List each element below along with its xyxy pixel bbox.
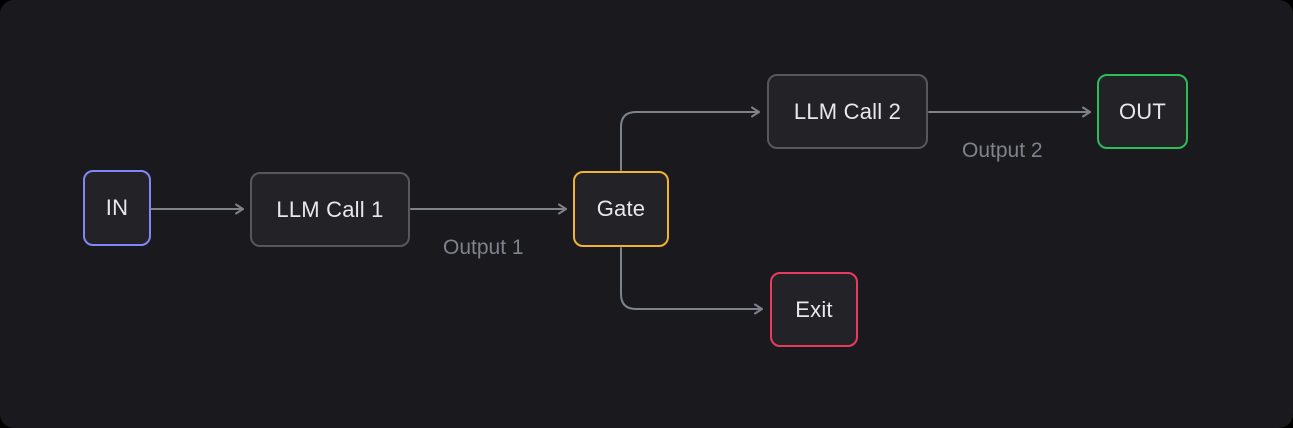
node-llm-call-1-label: LLM Call 1 — [276, 196, 384, 222]
node-gate[interactable]: Gate — [573, 171, 669, 247]
edge-label-output-2: Output 2 — [962, 139, 1043, 162]
edge-gate-to-exit — [620, 247, 763, 315]
node-out[interactable]: OUT — [1097, 74, 1188, 149]
node-gate-label: Gate — [596, 196, 646, 221]
node-exit-label: Exit — [795, 296, 833, 322]
edge-gate-to-llm2 — [620, 106, 760, 171]
node-in-label: IN — [105, 195, 129, 220]
edge-label-output-1: Output 1 — [443, 236, 524, 259]
node-exit[interactable]: Exit — [770, 272, 858, 347]
node-llm-call-2[interactable]: LLM Call 2 — [767, 74, 928, 149]
node-llm-call-1[interactable]: LLM Call 1 — [250, 172, 410, 247]
node-out-label: OUT — [1118, 98, 1167, 124]
node-llm-call-2-label: LLM Call 2 — [793, 98, 902, 124]
node-in[interactable]: IN — [83, 170, 151, 246]
